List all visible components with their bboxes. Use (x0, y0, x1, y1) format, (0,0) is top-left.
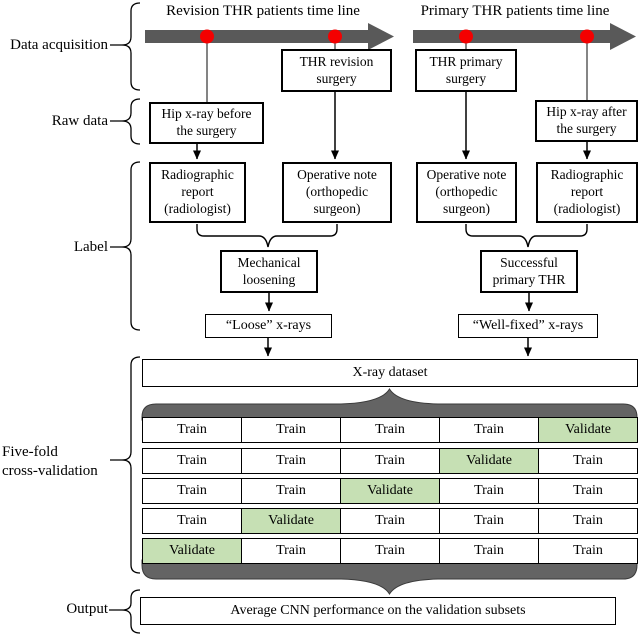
box-mechanical-loosening: Mechanical loosening (220, 250, 318, 293)
box-hip-xray-after: Hip x-ray after the surgery (535, 100, 638, 142)
flow-arrows (193, 92, 591, 357)
cv-cell-r5c1: Validate (143, 539, 242, 563)
event-dot-icon (459, 29, 473, 44)
timeline-event-dots (200, 29, 594, 44)
brace-output (109, 589, 141, 634)
event-dot-icon (200, 29, 214, 44)
section-label-five-fold: Five-fold cross-validation (2, 443, 132, 481)
cv-cell-r4c4: Train (440, 509, 539, 533)
section-label-output: Output (66, 601, 108, 617)
cv-cell-r5c3: Train (341, 539, 440, 563)
cv-cell-r3c1: Train (143, 479, 242, 503)
brace-data-acquisition (110, 2, 141, 91)
event-dot-icon (580, 29, 594, 44)
cv-cell-r1c3: Train (341, 418, 440, 442)
cv-cell-r1c2: Train (242, 418, 341, 442)
box-wellfixed-xrays: “Well-fixed” x-rays (458, 314, 598, 338)
box-hip-xray-before: Hip x-ray before the surgery (149, 102, 264, 144)
cv-cell-r5c4: Train (440, 539, 539, 563)
box-successful-primary-thr: Successful primary THR (480, 250, 578, 293)
box-output-average-performance: Average CNN performance on the validatio… (140, 597, 616, 625)
brace-five-fold (110, 356, 141, 574)
box-operative-note-right: Operative note (orthopedic surgeon) (416, 162, 517, 223)
box-loose-xrays: “Loose” x-rays (205, 314, 332, 338)
merge-brackets (196, 224, 588, 248)
primary-timeline-arrow (413, 23, 636, 50)
revision-timeline-arrow (145, 23, 394, 50)
cv-cell-r4c3: Train (341, 509, 440, 533)
cv-cell-r3c5: Train (539, 479, 637, 503)
cv-band-bottom (141, 559, 638, 595)
cv-cell-r2c2: Train (242, 449, 341, 473)
section-label-raw-data: Raw data (51, 113, 108, 129)
brace-label (110, 161, 141, 331)
timeline-title-revision: Revision THR patients time line (166, 3, 360, 19)
five-fold-line1: Five-fold (2, 444, 58, 460)
cv-cell-r3c4: Train (440, 479, 539, 503)
box-radiographic-report-right: Radiographic report (radiologist) (536, 162, 638, 223)
brace-raw-data (110, 98, 141, 145)
event-dot-icon (328, 29, 342, 44)
event-stem-lines (206, 43, 588, 102)
box-radiographic-report-left: Radiographic report (radiologist) (149, 162, 246, 223)
cv-cell-r2c1: Train (143, 449, 242, 473)
five-fold-line2: cross-validation (2, 463, 98, 479)
cv-cell-r4c2: Validate (242, 509, 341, 533)
box-thr-primary-surgery: THR primary surgery (415, 49, 517, 92)
cv-cell-r5c5: Train (539, 539, 637, 563)
cv-cell-r3c2: Train (242, 479, 341, 503)
box-operative-note-left: Operative note (orthopedic surgeon) (282, 162, 392, 223)
cv-band-top (141, 388, 638, 421)
cv-cell-r1c1: Train (143, 418, 242, 442)
box-thr-revision-surgery: THR revision surgery (281, 49, 392, 92)
box-xray-dataset: X-ray dataset (142, 359, 638, 387)
cv-cell-r2c3: Train (341, 449, 440, 473)
cv-cell-r2c4: Validate (440, 449, 539, 473)
cv-cell-r4c1: Train (143, 509, 242, 533)
cv-cell-r3c3: Validate (341, 479, 440, 503)
cv-cell-r1c4: Train (440, 418, 539, 442)
cv-cell-r5c2: Train (242, 539, 341, 563)
cv-cell-r4c5: Train (539, 509, 637, 533)
section-label-label: Label (73, 239, 108, 255)
section-label-data-acquisition: Data acquisition (10, 37, 108, 53)
cv-cell-r2c5: Train (539, 449, 637, 473)
timeline-title-primary: Primary THR patients time line (420, 3, 610, 19)
cv-cell-r1c5: Validate (539, 418, 637, 442)
section-braces (109, 2, 141, 634)
